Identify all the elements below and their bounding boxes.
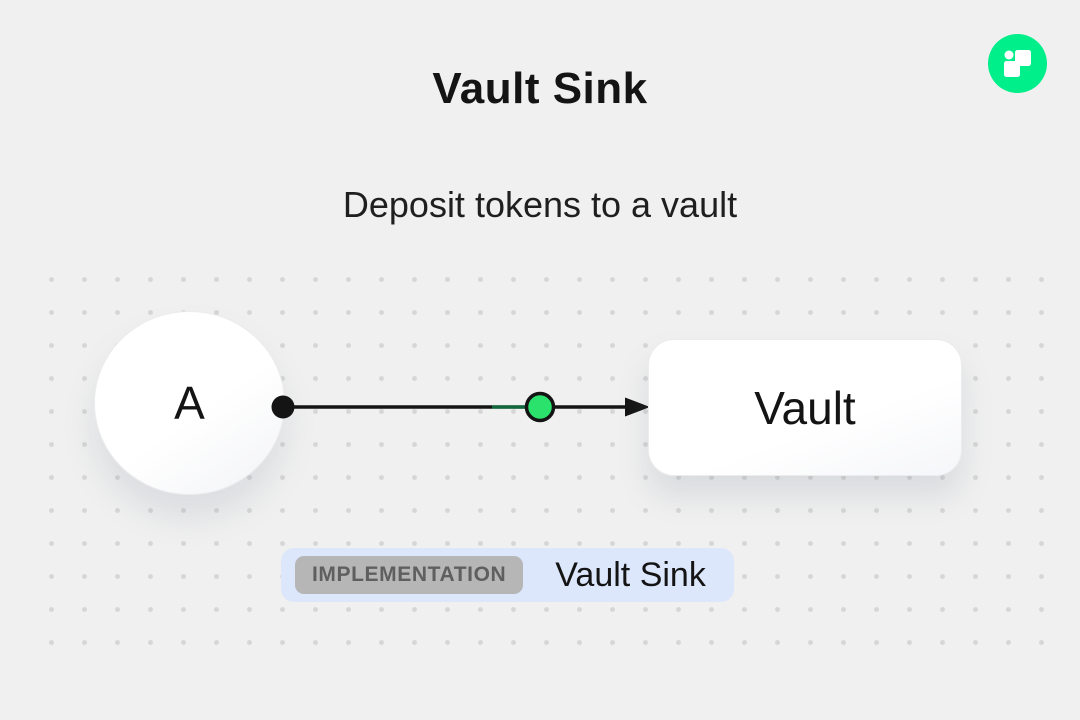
page-title: Vault Sink (432, 64, 648, 113)
node-a-label: A (174, 377, 205, 429)
arrowhead-icon (625, 397, 650, 417)
connector-start-dot (271, 395, 295, 419)
flow-logo-icon (988, 34, 1047, 93)
diagram-node-vault: Vault (648, 339, 962, 476)
badge-label: Vault Sink (555, 555, 706, 594)
connector-midpoint-dot (524, 391, 556, 423)
arrow-connector (271, 391, 650, 423)
subtitle: Deposit tokens to a vault (342, 184, 738, 225)
implementation-badge: IMPLEMENTATION Vault Sink (281, 548, 734, 602)
diagram-node-a: A (94, 311, 285, 495)
implementation-tag: IMPLEMENTATION (295, 556, 524, 594)
vault-label: Vault (754, 381, 856, 434)
